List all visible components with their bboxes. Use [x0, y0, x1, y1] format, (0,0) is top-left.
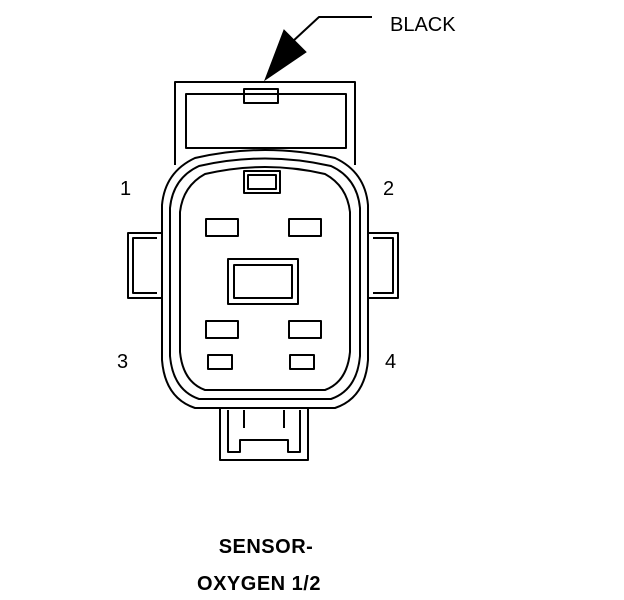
- cavity-4: [288, 320, 322, 339]
- callout-label: BLACK: [390, 14, 456, 36]
- right-ear-inner: [373, 237, 394, 294]
- latch-housing: [174, 81, 356, 165]
- key-cavity-inner: [247, 174, 277, 190]
- caption-line-1: SENSOR-: [219, 536, 314, 558]
- pin-label-1: 1: [120, 178, 131, 200]
- cavity-3: [205, 320, 239, 339]
- callout-leader: [291, 16, 372, 43]
- pin-label-2: 2: [383, 178, 394, 200]
- bottom-tab-inner: [227, 410, 301, 453]
- connector-mid-body: [169, 157, 361, 400]
- pin-label-4: 4: [385, 351, 396, 373]
- left-ear-inner: [132, 237, 157, 294]
- cavity-2: [288, 218, 322, 237]
- small-cavity-right: [289, 354, 315, 370]
- bottom-tab-notch: [243, 410, 285, 428]
- right-ear: [368, 232, 399, 299]
- small-cavity-left: [207, 354, 233, 370]
- callout-arrowhead: [263, 29, 307, 82]
- pin-label-3: 3: [117, 351, 128, 373]
- caption-line-2: OXYGEN 1/2: [197, 573, 321, 595]
- center-cavity: [227, 258, 299, 305]
- bottom-tab: [219, 408, 309, 461]
- key-cavity: [243, 170, 281, 194]
- cavity-1: [205, 218, 239, 237]
- connector-inner-body: [179, 166, 351, 391]
- center-cavity-inner: [233, 264, 293, 299]
- latch-tab: [243, 88, 279, 104]
- left-ear: [127, 232, 162, 299]
- connector-outer-body: [161, 149, 369, 409]
- latch-block: [185, 93, 347, 149]
